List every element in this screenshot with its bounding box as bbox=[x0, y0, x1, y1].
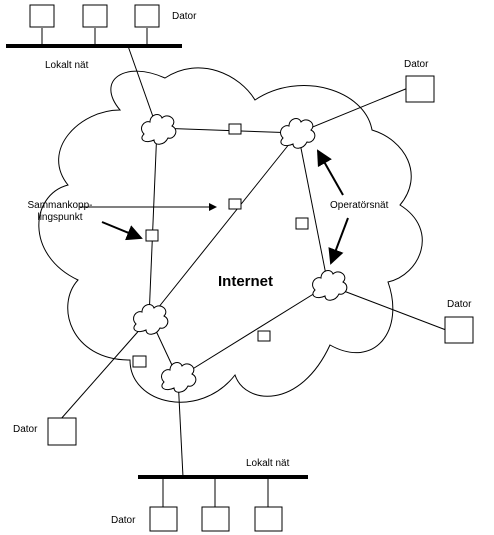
arrow-to-router bbox=[317, 149, 344, 196]
local-network-label: Lokalt nät bbox=[246, 458, 290, 469]
router-cloud-icon bbox=[141, 114, 177, 145]
computer-label: Dator bbox=[172, 11, 197, 22]
junction-square-icon bbox=[257, 330, 271, 342]
router-cloud-icon bbox=[161, 362, 197, 393]
computer-box-icon bbox=[254, 506, 283, 532]
router-cloud-icon bbox=[280, 118, 316, 149]
bottom-local-network bbox=[138, 475, 308, 532]
local-network-label: Lokalt nät bbox=[45, 60, 89, 71]
switching-point-label-line1: Sammankopp- bbox=[27, 200, 93, 211]
computer-box-icon bbox=[201, 506, 230, 532]
top-local-network bbox=[6, 4, 182, 48]
switching-points bbox=[132, 123, 309, 368]
router-cloud-icon bbox=[312, 270, 348, 301]
computer-label: Dator bbox=[447, 299, 472, 310]
network-links bbox=[59, 45, 447, 478]
arrow-to-junction bbox=[101, 221, 143, 241]
operator-network-label: Operatörsnät bbox=[330, 200, 389, 211]
junction-square-icon bbox=[228, 198, 242, 210]
computer-label: Dator bbox=[404, 59, 429, 70]
routers bbox=[133, 114, 348, 393]
junction-square-icon bbox=[132, 355, 147, 368]
junction-square-icon bbox=[295, 217, 309, 230]
pointer-arrows bbox=[80, 149, 349, 265]
switching-point-label-line2: lingspunkt bbox=[37, 212, 83, 223]
internet-label: Internet bbox=[218, 273, 274, 290]
computer-label: Dator bbox=[13, 424, 38, 435]
computer-box-icon bbox=[405, 75, 435, 103]
computer-box-icon bbox=[149, 506, 178, 532]
internet-cloud bbox=[38, 67, 423, 403]
junction-square-icon bbox=[145, 229, 159, 242]
switching-point-label: Sammankopp- lingspunkt bbox=[25, 200, 95, 224]
computer-box-icon bbox=[47, 417, 77, 446]
router-cloud-icon bbox=[133, 304, 169, 335]
computer-box-icon bbox=[444, 316, 474, 344]
arrow-to-router bbox=[328, 217, 349, 265]
computer-box-icon bbox=[82, 4, 108, 28]
junction-square-icon bbox=[228, 123, 242, 135]
computer-label: Dator bbox=[111, 515, 136, 526]
computer-box-icon bbox=[29, 4, 55, 28]
computer-box-icon bbox=[134, 4, 160, 28]
